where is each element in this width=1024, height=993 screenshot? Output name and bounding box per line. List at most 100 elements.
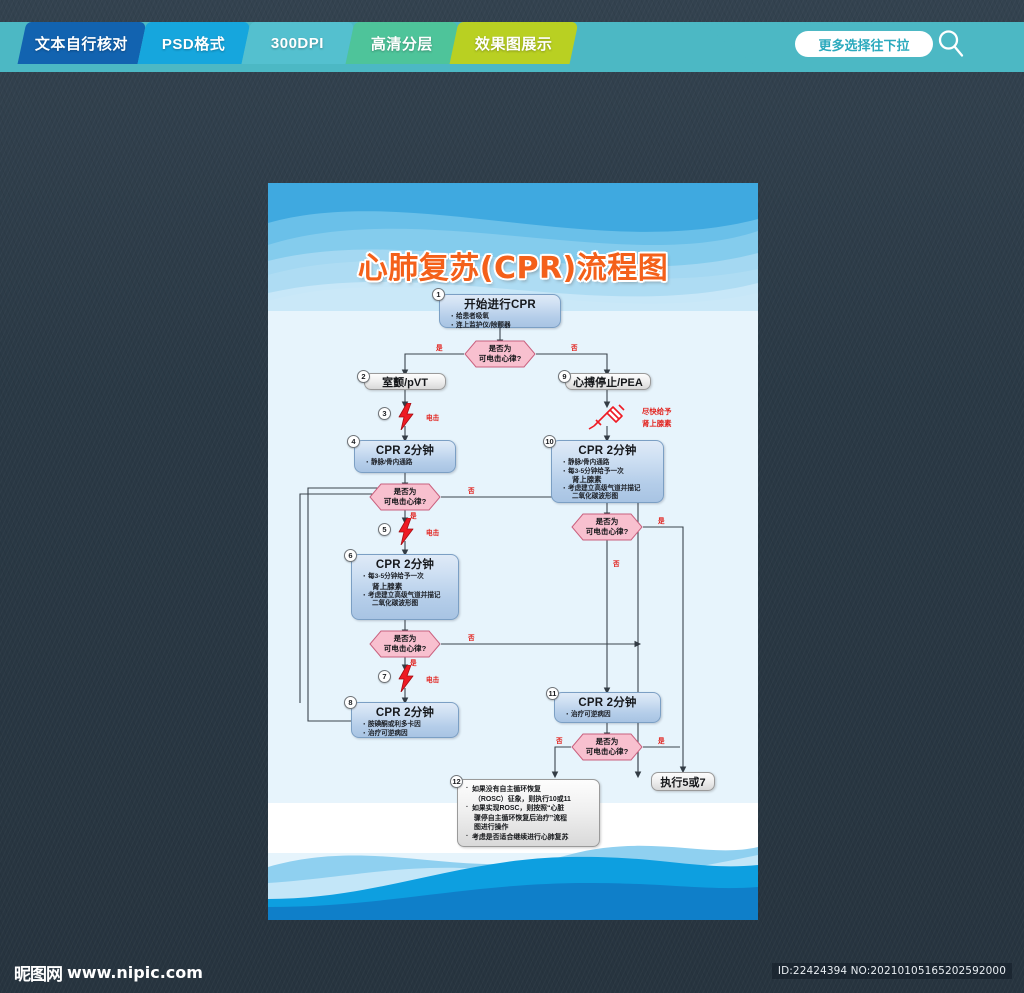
node-number-8: 8: [344, 696, 357, 709]
node-item: 肾上腺素: [572, 475, 602, 485]
node-number-12: 12: [450, 775, 463, 788]
node-vf-pvt[interactable]: 室颤/pVT: [364, 373, 446, 390]
site-logo[interactable]: 昵图网 www.nipic.com: [14, 960, 203, 985]
node-heading: 心搏停止/PEA: [573, 376, 643, 389]
tab-label: PSD格式: [162, 35, 226, 53]
node-number-7: 7: [378, 670, 391, 683]
node-heading: CPR 2分钟: [375, 445, 435, 457]
decision-line-1: 是否为: [488, 344, 512, 354]
node-item: 肾上腺素: [372, 581, 403, 591]
diamond-shape: [571, 733, 643, 761]
decision-text: 是否为 可电击心律?: [384, 487, 427, 506]
tab-hd-layers[interactable]: 高清分层: [345, 22, 459, 64]
decision-line-1: 是否为: [393, 634, 417, 644]
node-number-11: 11: [546, 687, 559, 700]
node-item-text: （ROSC）征象，则执行10或11: [474, 795, 571, 803]
node-item: 二氧化碳波形图: [372, 600, 419, 608]
node-item: 每3-5分钟给予一次: [363, 572, 454, 582]
label-yes-2: 是: [410, 513, 417, 520]
node-item: 二氧化碳波形图: [572, 493, 619, 501]
decision-line-2: 可电击心律?: [585, 527, 629, 536]
node-number-3: 3: [378, 407, 391, 420]
decision-line-1: 是否为: [393, 487, 417, 497]
node-items: 静脉/骨内通路 每3-5分钟给予一次 肾上腺素 考虑建立高级气道并描记 二氧化碳…: [556, 458, 659, 502]
decision-shockable-rhythm-1[interactable]: 是否为 可电击心律?: [464, 340, 536, 368]
node-cpr-2min-10[interactable]: CPR 2分钟 静脉/骨内通路 每3-5分钟给予一次 肾上腺素 考虑建立高级气道…: [551, 440, 664, 503]
label-yes-5: 是: [658, 738, 665, 745]
shock-bolt-icon-7: [398, 665, 414, 692]
node-item: 给患者吸氧: [451, 312, 556, 322]
node-number-1: 1: [432, 288, 445, 301]
shock-bolt-icon-5: [398, 518, 414, 545]
syringe-icon: [588, 404, 625, 430]
node-items: 每3-5分钟给予一次 肾上腺素 考虑建立高级气道并描记 二氧化碳波形图: [356, 572, 454, 609]
node-items: · 如果没有自主循环恢复 （ROSC）征象，则执行10或11 · 如果实现ROS…: [464, 785, 571, 842]
node-item: 骤停自主循环恢复后治疗”流程: [466, 814, 571, 824]
tab-psd-format[interactable]: PSD格式: [137, 22, 251, 64]
node-item: 静脉/骨内通路: [366, 458, 451, 468]
more-options-pill[interactable]: 更多选择往下拉: [795, 31, 933, 57]
node-items: 给患者吸氧 连上监护仪/除颤器: [444, 312, 556, 331]
decision-shockable-rhythm-4[interactable]: 是否为 可电击心律?: [571, 513, 643, 541]
label-no-1: 否: [571, 345, 578, 352]
decision-text: 是否为 可电击心律?: [586, 737, 629, 756]
node-item: 胺碘酮或利多卡因: [363, 720, 454, 730]
diamond-shape: [464, 340, 536, 368]
node-cpr-2min-11[interactable]: CPR 2分钟 治疗可逆病因: [554, 692, 661, 723]
node-number-9: 9: [558, 370, 571, 383]
node-item: 连上监护仪/除颤器: [451, 321, 556, 331]
node-item: 每3-5分钟给予一次: [563, 467, 659, 477]
node-number-10: 10: [543, 435, 556, 448]
node-item-text: 图进行操作: [474, 824, 509, 831]
node-start-cpr[interactable]: 开始进行CPR 给患者吸氧 连上监护仪/除颤器: [439, 294, 561, 331]
decision-line-2: 可电击心律?: [478, 354, 522, 363]
logo-url: www.nipic.com: [67, 963, 203, 982]
node-number-5: 5: [378, 523, 391, 536]
node-item: 治疗可逆病因: [363, 729, 454, 739]
node-item: · 如果没有自主循环恢复: [466, 785, 541, 793]
node-number-2: 2: [357, 370, 370, 383]
node-item-text: 如果没有自主循环恢复: [472, 786, 541, 793]
node-item-text: 骤停自主循环恢复后治疗”流程: [474, 814, 568, 822]
tab-preview-display[interactable]: 效果图展示: [449, 22, 579, 64]
logo-mark: 昵图网: [14, 965, 63, 985]
top-navigation-bar: 文本自行核对 PSD格式 300DPI 高清分层 效果图展示 更多选择往下拉: [0, 22, 1024, 72]
node-heading: 室颤/pVT: [382, 376, 428, 389]
node-heading: 执行5或7: [660, 776, 706, 789]
node-cpr-2min-4[interactable]: CPR 2分钟 静脉/骨内通路: [354, 440, 456, 473]
node-items: 治疗可逆病因: [559, 710, 656, 720]
label-yes-4: 是: [658, 518, 665, 525]
node-heading: CPR 2分钟: [578, 697, 637, 709]
node-item: （ROSC）征象，则执行10或11: [466, 795, 571, 805]
node-heading: CPR 2分钟: [375, 707, 435, 719]
decision-line-2: 可电击心律?: [383, 497, 427, 506]
label-no-5: 否: [556, 738, 563, 745]
node-items: 胺碘酮或利多卡因 治疗可逆病因: [356, 720, 454, 739]
decision-text: 是否为 可电击心律?: [384, 634, 427, 653]
diamond-shape: [369, 483, 441, 511]
decision-line-2: 可电击心律?: [383, 644, 427, 653]
node-asystole-pea[interactable]: 心搏停止/PEA: [565, 373, 651, 390]
node-item: 治疗可逆病因: [566, 710, 656, 720]
decision-shockable-rhythm-2[interactable]: 是否为 可电击心律?: [369, 483, 441, 511]
decision-text: 是否为 可电击心律?: [479, 344, 522, 363]
node-item: 考虑建立高级气道并描记: [563, 484, 659, 494]
node-cpr-2min-8[interactable]: CPR 2分钟 胺碘酮或利多卡因 治疗可逆病因: [351, 702, 459, 738]
tab-text-proofread[interactable]: 文本自行核对: [17, 22, 147, 64]
node-rosc-guidance[interactable]: · 如果没有自主循环恢复 （ROSC）征象，则执行10或11 · 如果实现ROS…: [457, 779, 600, 847]
node-items: 静脉/骨内通路: [359, 458, 451, 468]
decision-shockable-rhythm-5[interactable]: 是否为 可电击心律?: [571, 733, 643, 761]
label-no-4: 否: [613, 561, 620, 568]
tab-300dpi[interactable]: 300DPI: [241, 22, 355, 64]
decision-text: 是否为 可电击心律?: [586, 517, 629, 536]
shock-bolt-icon-3: [398, 403, 414, 430]
flowchart: 1 开始进行CPR 给患者吸氧 连上监护仪/除颤器 是否为 可电击心律? 是 否…: [268, 183, 758, 920]
node-execute-5-or-7[interactable]: 执行5或7: [651, 772, 715, 791]
node-cpr-2min-6[interactable]: CPR 2分钟 每3-5分钟给予一次 肾上腺素 考虑建立高级气道并描记 二氧化碳…: [351, 554, 459, 620]
search-icon[interactable]: [936, 28, 966, 60]
node-number-6: 6: [344, 549, 357, 562]
decision-line-1: 是否为: [595, 737, 619, 747]
tab-label: 300DPI: [271, 34, 325, 52]
label-shock-5: 电击: [426, 530, 440, 537]
decision-shockable-rhythm-3[interactable]: 是否为 可电击心律?: [369, 630, 441, 658]
